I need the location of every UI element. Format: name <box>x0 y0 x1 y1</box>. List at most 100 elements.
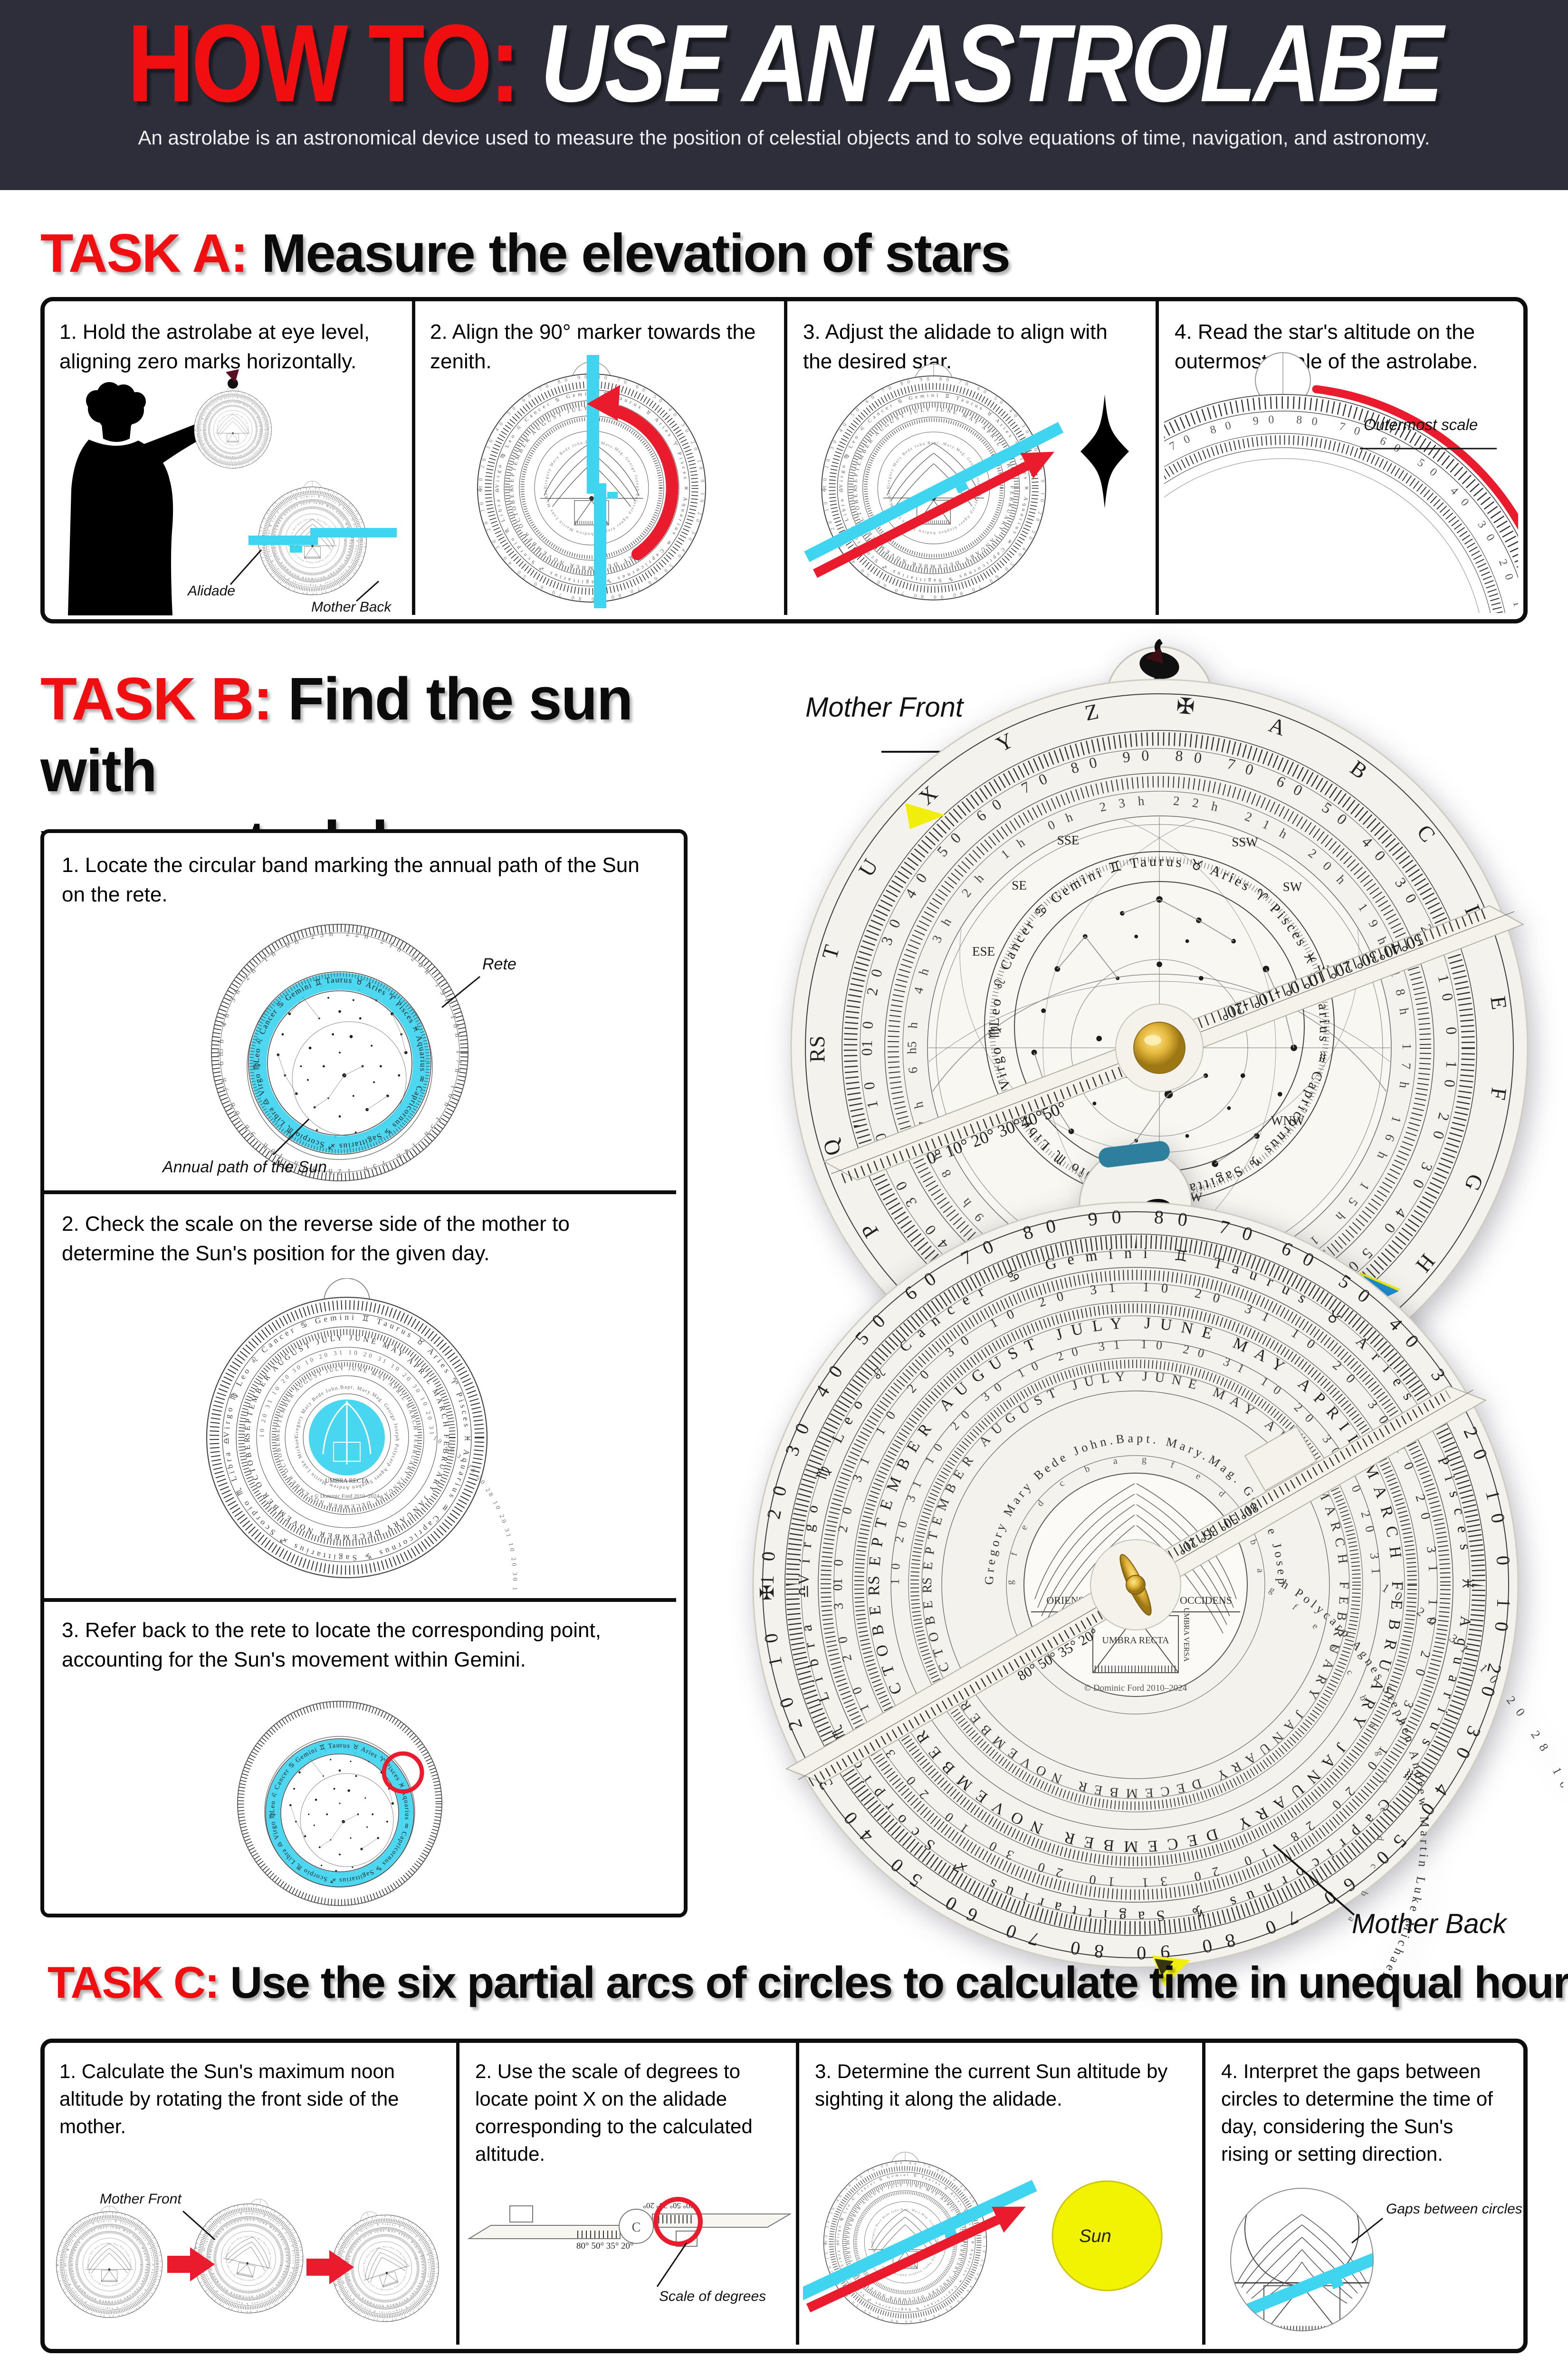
task-a-step-3-text: 3. Adjust the alidade to align with the … <box>803 320 1108 373</box>
svg-text:SW: SW <box>1283 880 1302 894</box>
alidade-label: Alidade <box>187 583 235 599</box>
red-point-marker <box>382 1751 424 1794</box>
mother-back-photo: 10 20 30 40 50 60 70 80 90 80 70 60 50 4… <box>752 1141 1563 1998</box>
task-b-step-2-figure: Virgo ♍ Leo ♌ Cancer ♋ Gemini ♊ Taurus ♉… <box>206 1278 519 1590</box>
task-b-label: TASK B: <box>40 665 273 732</box>
page-subtitle: An astrolabe is an astronomical device u… <box>138 126 1430 149</box>
task-a-step-3-figure <box>804 349 1129 615</box>
red-arrow-2 <box>306 2250 354 2284</box>
task-c-step-2-text: 2. Use the scale of degrees to locate po… <box>475 2060 753 2165</box>
rete-leader-line <box>441 976 480 1008</box>
task-b-divider-2 <box>44 1598 676 1602</box>
task-b-step-3-text: 3. Refer back to the rete to locate the … <box>62 1619 601 1671</box>
held-astrolabe <box>194 387 272 469</box>
red-sighting-arrow <box>806 2206 1026 2313</box>
unequal-hour-arcs <box>1237 2214 1367 2304</box>
task-c-divider-1 <box>456 2043 459 2345</box>
umbra-recta-label: UMBRA RECTA <box>325 1477 369 1484</box>
knot-flag <box>226 369 239 383</box>
mother-back-label: Mother Back <box>311 599 392 615</box>
red-sighting-arrow <box>813 451 1054 578</box>
svg-text:SSW: SSW <box>1232 835 1258 849</box>
task-c-step-4-text: 4. Interpret the gaps between circles to… <box>1221 2060 1493 2165</box>
alidade-left-arm <box>467 2225 621 2239</box>
task-b-heading-line1: Find the sun with <box>40 665 633 805</box>
sighting-vane-1 <box>509 2205 533 2223</box>
ring-set <box>210 1300 484 1575</box>
centre-arch-lines <box>322 1401 372 1465</box>
astrolabe-1 <box>57 2206 163 2318</box>
astrolabe-drawing <box>822 364 1045 600</box>
gaps-leader-line <box>1351 2217 1383 2244</box>
task-a-divider-2 <box>784 301 787 615</box>
occidens-label: OCCIDENS <box>1180 1594 1232 1606</box>
red-rotate-arrowhead <box>587 385 620 421</box>
mother-back-leader-line <box>356 580 379 602</box>
scale-of-degrees-label: Scale of degrees <box>659 2289 766 2304</box>
rete-tick-ring <box>211 924 468 1181</box>
mother-front-photo: S T U X Y Z ✠ A B C D E F G H I K L M N … <box>790 639 1529 1409</box>
task-c-step-4-figure: Gaps between circles <box>1230 2188 1522 2331</box>
task-a-divider-1 <box>412 301 415 615</box>
annual-path-band <box>249 973 430 1153</box>
task-c-divider-3 <box>1202 2043 1205 2345</box>
mother-front-underline <box>881 751 991 753</box>
rete-label: Rete <box>482 955 516 973</box>
svg-text:SE: SE <box>1012 878 1027 892</box>
task-c-step-2-figure: C 80° 50° 35° 20° 80° 50° 35° 20° Scale … <box>467 2197 791 2304</box>
task-c-label: TASK C: <box>48 1957 220 2007</box>
task-a-heading: Measure the elevation of stars <box>261 223 1011 284</box>
page-title-main: USE AN ASTROLABE <box>540 2 1444 125</box>
scale-leader-line <box>656 2242 688 2287</box>
annual-path-leader-line <box>272 1118 310 1156</box>
svg-text:SSE: SSE <box>1057 833 1080 847</box>
sun-disc <box>1052 2180 1163 2291</box>
mother-front-label: Mother Front <box>100 2191 182 2207</box>
task-c-title: TASK C: Use the six partial arcs of circ… <box>48 1957 1568 2008</box>
task-a-label: TASK A: <box>40 223 249 284</box>
alidade-pivot <box>619 2209 654 2244</box>
degree-scale-text-inverted: 80° 50° 35° 20° <box>643 2201 694 2210</box>
task-c-heading: Use the six partial arcs of circles to c… <box>230 1957 1568 2007</box>
astrolabe-2 <box>184 2188 315 2323</box>
umbra-recta-label: UMBRA RECTA <box>1102 1635 1169 1646</box>
cyan-alidade-overlay <box>803 2180 1037 2304</box>
task-c-step-3-text: 3. Determine the current Sun altitude by… <box>815 2060 1168 2110</box>
red-arrow-1 <box>167 2247 215 2281</box>
task-a-divider-3 <box>1156 301 1159 615</box>
svg-text:ESE: ESE <box>972 944 995 958</box>
page-title-howto: HOW TO: <box>127 2 520 125</box>
mother-back-photo-label: Mother Back <box>1352 1908 1507 1939</box>
page-title: HOW TO: USE AN ASTROLABE <box>125 0 1444 119</box>
task-a-step-1-text: 1. Hold the astrolabe at eye level, alig… <box>59 320 370 373</box>
cyan-alidade-overlay <box>804 422 1064 562</box>
task-b-step-2-text: 2. Check the scale on the reverse side o… <box>62 1212 570 1265</box>
task-b-step-1-figure: 5h 4h 3h 2h 1h 0h 23h 22h 21h 20h 19h 18… <box>162 924 516 1181</box>
red-scale-highlight-arc <box>1312 385 1518 530</box>
task-a-step-1-figure: Alidade Mother Back <box>68 369 397 615</box>
task-a-step-4-figure: 10 20 30 40 50 60 70 80 90 80 70 60 50 4… <box>1164 352 1518 613</box>
yellow-marker-left <box>905 803 946 829</box>
task-a-step-4-text: 4. Read the star's altitude on the outer… <box>1175 320 1478 373</box>
alidade-leader-line <box>229 549 262 585</box>
mother-front-label: Mother Front <box>805 692 963 723</box>
task-a-title: TASK A: Measure the elevation of stars <box>40 222 1011 285</box>
task-c-divider-2 <box>796 2043 799 2345</box>
red-highlight-circle <box>653 2197 703 2246</box>
header-banner: HOW TO: USE AN ASTROLABE An astrolabe is… <box>0 0 1568 190</box>
task-c-step-1-figure: Mother Front <box>48 2179 447 2340</box>
task-a-step-2-figure <box>442 355 755 608</box>
cyan-alidade-overlay <box>249 528 397 553</box>
cyan-vertical-rule <box>587 355 618 608</box>
tassel-flag <box>1146 648 1163 664</box>
outermost-scale-label: Outermost scale <box>1364 416 1478 433</box>
task-b-step-3-figure: Leo ♌ Cancer ♋ Gemini ♊ Taurus ♉ Aries ♈… <box>237 1701 442 1906</box>
black-marker-bottom <box>1155 1959 1174 1975</box>
rete-tick-ring <box>238 1701 442 1906</box>
pivot-letter: C <box>632 2220 641 2235</box>
mother-front-leader-line <box>182 2210 216 2241</box>
star-icon <box>1080 394 1129 508</box>
copyright-label: © Dominic Ford 2010–2024 <box>315 1493 380 1499</box>
task-b-step-1-text: 1. Locate the circular band marking the … <box>62 853 640 906</box>
